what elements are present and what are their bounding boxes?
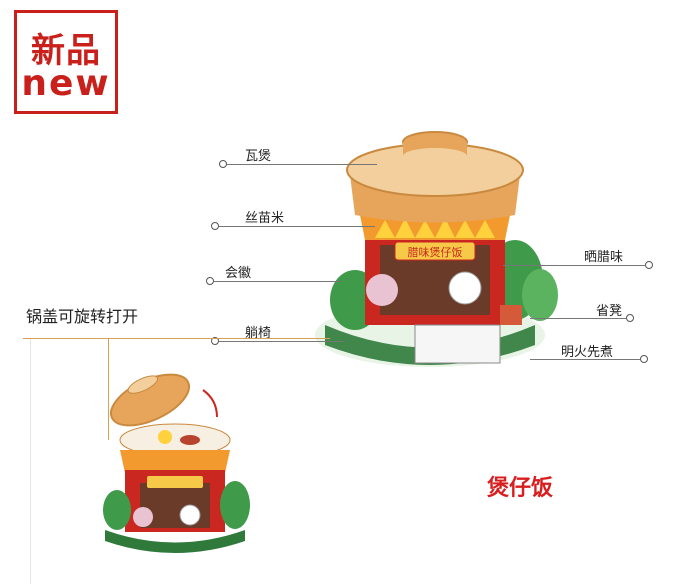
- claypot-main-illustration: 腊味煲仔饭: [315, 131, 558, 367]
- callout-line-recliner: [219, 341, 343, 342]
- callout-dot-recliner: [211, 337, 219, 345]
- new-product-badge: 新品 new: [14, 10, 118, 114]
- callout-line-rice: [219, 226, 375, 227]
- callout-dot-open-fire: [640, 355, 648, 363]
- shop-sign-text: 腊味煲仔饭: [408, 246, 463, 259]
- callout-line-open-fire: [530, 359, 640, 360]
- lid-note-pointer: [108, 338, 109, 440]
- claypot-open-lid-illustration: [103, 373, 250, 553]
- dish-name: 煲仔饭: [487, 476, 554, 501]
- callout-line-emblem: [214, 281, 342, 282]
- lid-note-underline: [23, 338, 330, 339]
- callout-label-emblem: 会徽: [225, 266, 252, 281]
- callout-label-claypot: 瓦煲: [245, 149, 272, 164]
- callout-line-cured-meat: [503, 265, 645, 266]
- callout-dot-stool: [626, 314, 634, 322]
- callout-label-rice: 丝苗米: [245, 211, 285, 226]
- callout-label-cured-meat: 晒腊味: [584, 250, 624, 265]
- callout-label-open-fire: 明火先煮: [561, 345, 614, 360]
- callout-dot-cured-meat: [645, 261, 653, 269]
- badge-text-chinese: 新品: [31, 31, 101, 71]
- callout-label-stool: 省凳: [596, 304, 623, 319]
- lid-rotation-note: 锅盖可旋转打开: [26, 307, 139, 326]
- badge-text-new: new: [21, 63, 111, 104]
- callout-dot-claypot: [219, 160, 227, 168]
- callout-line-claypot: [227, 164, 377, 165]
- callout-line-stool: [530, 318, 626, 319]
- open-lid-panel: [30, 339, 279, 584]
- callout-label-recliner: 躺椅: [245, 326, 272, 341]
- callout-dot-rice: [211, 222, 219, 230]
- callout-dot-emblem: [206, 277, 214, 285]
